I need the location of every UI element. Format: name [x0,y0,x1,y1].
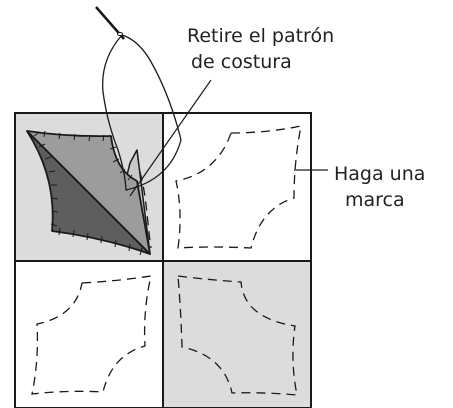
thread [101,34,182,191]
dashed-mark-bottom-left [31,275,152,395]
square-bottom-left [14,260,164,408]
needle-eye-icon [117,32,123,36]
label-make-mark-line2: marca [345,189,405,211]
leader-line-remove-pattern [129,79,212,197]
square-bottom-right [162,260,312,408]
dashed-mark-bottom-right [177,275,298,396]
dashed-mark-top-right [175,125,302,249]
label-remove-pattern-line2: de costura [191,51,292,73]
leader-lines [129,79,328,197]
needle-and-thread [95,6,182,191]
stitch-marks [33,130,143,256]
label-remove-pattern-line1: Retire el patrón [187,25,334,47]
label-make-mark-line1: Haga una [334,163,425,185]
quilt-block [14,112,312,408]
pattern-diagonal-fold [26,130,151,255]
square-top-right [162,112,312,262]
paper-pattern [26,130,151,255]
